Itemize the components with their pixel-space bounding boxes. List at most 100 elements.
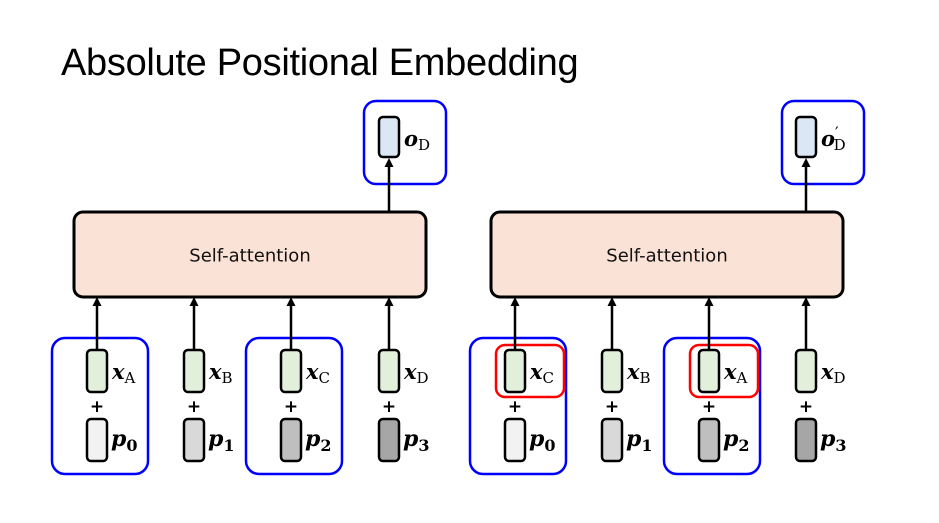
output-arrow-head <box>801 158 811 167</box>
position-label-symbol: p <box>403 426 419 452</box>
plus-sign: + <box>284 397 298 417</box>
token-embedding-vector <box>697 348 721 394</box>
self-attention-label: Self-attention <box>606 246 727 267</box>
pair-highlight-box <box>244 336 344 476</box>
plus-sign: + <box>90 397 104 417</box>
input-arrow-head <box>189 297 199 306</box>
pair-highlight-box <box>468 336 568 476</box>
position-label-symbol: p <box>529 426 545 452</box>
positional-embedding-vector <box>503 417 527 463</box>
output-label-subscript: D <box>834 136 846 154</box>
token-label-subscript: D <box>834 369 846 387</box>
output-label-symbol: o <box>404 126 418 151</box>
token-label-symbol: x <box>305 359 319 384</box>
token-highlight-box <box>494 343 566 399</box>
slide-title: Absolute Positional Embedding <box>61 42 579 84</box>
token-embedding-vector <box>377 348 401 394</box>
position-label-subscript: 2 <box>738 436 749 455</box>
position-label-subscript: 3 <box>835 436 846 455</box>
position-label-subscript: 3 <box>418 436 429 455</box>
output-label: oD <box>404 126 430 154</box>
plus-sign: + <box>382 397 396 417</box>
token-label-symbol: x <box>626 359 640 384</box>
plus-sign: + <box>799 397 813 417</box>
position-label-symbol: p <box>208 426 224 452</box>
input-arrow-head <box>704 297 714 306</box>
token-label: xC <box>529 359 554 387</box>
token-label: xD <box>820 359 846 387</box>
token-label: xA <box>723 359 748 387</box>
plus-sign: + <box>187 397 201 417</box>
token-embedding-vector <box>794 348 818 394</box>
token-label-symbol: x <box>820 359 834 384</box>
self-attention-label: Self-attention <box>189 246 310 267</box>
token-label-symbol: x <box>208 359 222 384</box>
positional-embedding-vector <box>600 417 624 463</box>
output-highlight-box <box>362 99 448 186</box>
input-column: xB + p1 <box>600 297 653 463</box>
token-label-subscript: B <box>222 369 233 387</box>
position-label-symbol: p <box>723 426 739 452</box>
token-label-subscript: C <box>319 369 330 387</box>
input-arrow-head <box>384 297 394 306</box>
token-label-subscript: C <box>543 369 554 387</box>
input-column: xD + p3 <box>377 297 430 463</box>
token-label-subscript: D <box>417 369 429 387</box>
token-label: xB <box>208 359 233 387</box>
self-attention-block <box>489 210 845 299</box>
input-column: xA + p0 <box>50 297 150 476</box>
output-label-symbol: o <box>821 126 835 151</box>
input-column: xB + p1 <box>182 297 235 463</box>
input-arrow-head <box>92 297 102 306</box>
input-arrow-head <box>607 297 617 306</box>
token-label-symbol: x <box>529 359 543 384</box>
token-label-subscript: B <box>640 369 651 387</box>
positional-embedding-vector <box>377 417 401 463</box>
input-column: xA+p2 <box>662 297 762 476</box>
input-column: xC + p0 <box>468 297 568 476</box>
pair-highlight-box <box>662 336 762 476</box>
position-label-subscript: 1 <box>641 436 652 455</box>
self-attention-block <box>72 210 428 299</box>
input-arrow-head <box>510 297 520 306</box>
output-vector <box>377 115 401 159</box>
positional-embedding-vector <box>85 417 109 463</box>
token-label-symbol: x <box>111 359 125 384</box>
positional-embedding-vector <box>279 417 303 463</box>
position-label-symbol: p <box>626 426 642 452</box>
position-label: p1 <box>626 426 653 455</box>
input-arrow-head <box>801 297 811 306</box>
token-label: xD <box>403 359 429 387</box>
input-column: xD+p3 <box>794 297 847 463</box>
token-highlight-box <box>688 343 760 399</box>
output-label-prime: ′ <box>835 123 839 142</box>
plus-sign: + <box>605 397 619 417</box>
pair-highlight-box <box>50 336 150 476</box>
token-label-symbol: x <box>403 359 417 384</box>
token-embedding-vector <box>600 348 624 394</box>
token-embedding-vector <box>85 348 109 394</box>
position-label: p0 <box>111 426 138 455</box>
output-arrow-head <box>384 158 394 167</box>
positional-embedding-vector <box>794 417 818 463</box>
position-label: p2 <box>723 426 750 455</box>
token-label: xA <box>111 359 136 387</box>
input-arrow-head <box>286 297 296 306</box>
token-embedding-vector <box>503 348 527 394</box>
positional-embedding-vector <box>182 417 206 463</box>
position-label: p3 <box>403 426 430 455</box>
position-label-subscript: 2 <box>320 436 331 455</box>
position-label-symbol: p <box>111 426 127 452</box>
output-label-subscript: D <box>418 136 430 154</box>
position-label: p2 <box>305 426 332 455</box>
position-label-symbol: p <box>305 426 321 452</box>
token-label-symbol: x <box>723 359 737 384</box>
token-label: xB <box>626 359 651 387</box>
position-label: p0 <box>529 426 556 455</box>
plus-sign: + <box>508 397 522 417</box>
token-embedding-vector <box>279 348 303 394</box>
position-label-subscript: 0 <box>126 436 137 455</box>
position-label: p1 <box>208 426 235 455</box>
